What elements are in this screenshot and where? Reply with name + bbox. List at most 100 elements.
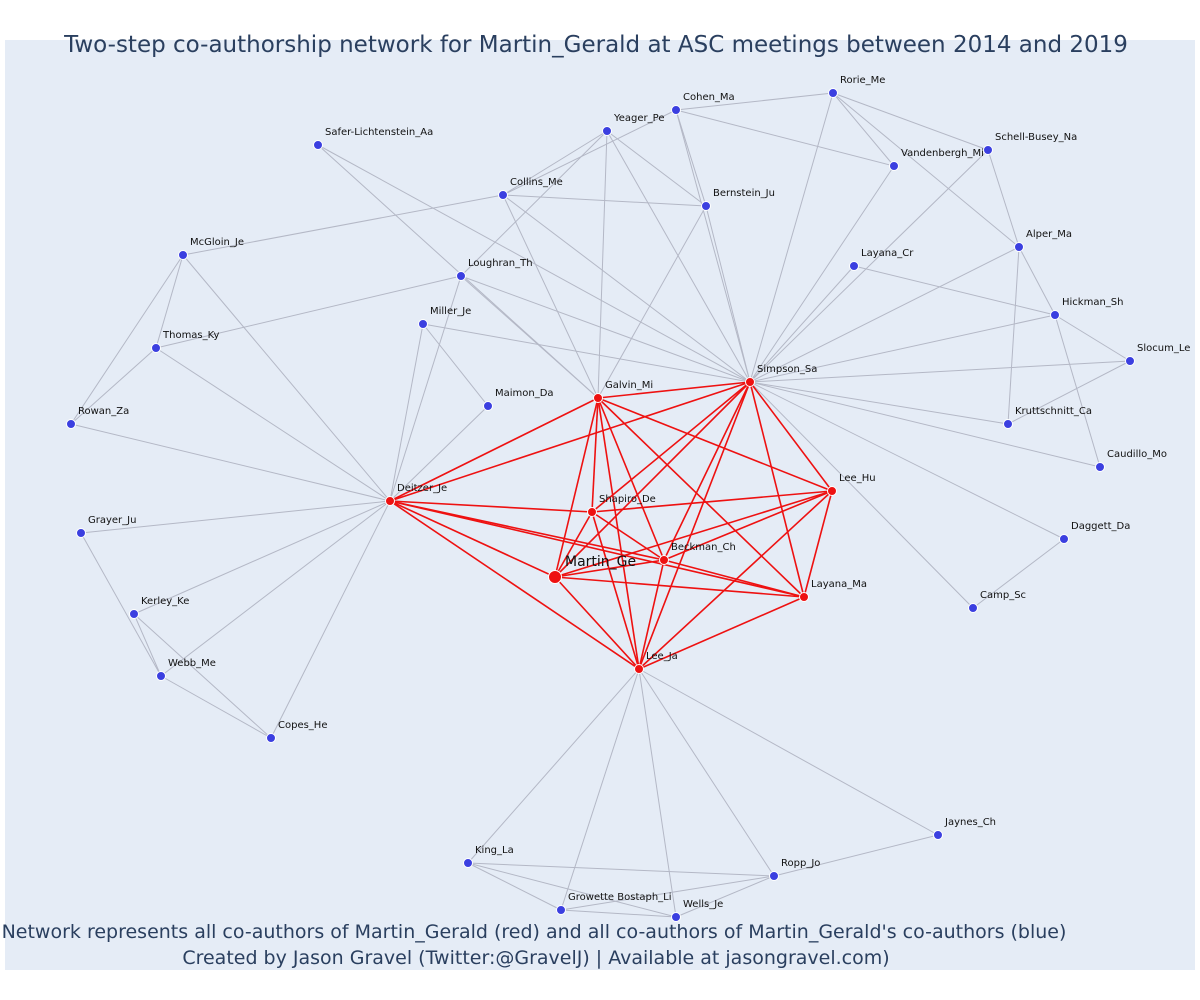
node-rorie-me[interactable] [828, 88, 838, 98]
node-beckman-ch[interactable] [659, 555, 669, 565]
red-edge-martin-ge-to-shapiro-de [554, 511, 593, 578]
gray-edge-rorie-me-to-schell-busey-na [832, 92, 989, 151]
node-schell-busey-na[interactable] [983, 145, 993, 155]
red-edge-martin-ge-to-simpson-sa [554, 381, 751, 578]
gray-edge-caudillo-mo-to-simpson-sa [749, 381, 1101, 468]
gray-edge-king-la-to-lee-ja [467, 668, 640, 864]
node-shapiro-de[interactable] [587, 507, 597, 517]
node-label-rowan-za: Rowan_Za [78, 406, 129, 417]
node-deitzer-je[interactable] [385, 496, 395, 506]
node-maimon-da[interactable] [483, 401, 493, 411]
node-layana-cr[interactable] [849, 261, 859, 271]
gray-edge-hickman-sh-to-slocum-le [1054, 314, 1131, 362]
gray-edge-hickman-sh-to-simpson-sa [749, 314, 1056, 383]
gray-edge-copes-he-to-deitzer-je [270, 500, 391, 739]
gray-edge-mcgloin-je-to-deitzer-je [182, 254, 391, 502]
node-slocum-le[interactable] [1125, 356, 1135, 366]
red-edge-layer [389, 381, 833, 670]
node-label-slocum-le: Slocum_Le [1137, 343, 1190, 354]
node-vandenbergh-mi[interactable] [889, 161, 899, 171]
node-cohen-ma[interactable] [671, 105, 681, 115]
node-jaynes-ch[interactable] [933, 830, 943, 840]
node-label-martin-ge: Martin_Ge [565, 554, 636, 570]
red-edge-beckman-ch-to-lee-ja [638, 559, 665, 670]
red-edge-layana-ma-to-lee-ja [638, 596, 805, 670]
node-kerley-ke[interactable] [129, 609, 139, 619]
gray-edge-miller-je-to-deitzer-je [389, 323, 424, 502]
node-label-deitzer-je: Deitzer_Je [397, 483, 447, 494]
gray-edge-wells-je-to-lee-ja [638, 668, 677, 918]
node-webb-me[interactable] [156, 671, 166, 681]
gray-edge-layana-cr-to-hickman-sh [853, 265, 1056, 316]
node-bernstein-ju[interactable] [701, 201, 711, 211]
gray-edge-safer-lichtenstein-aa-to-simpson-sa [317, 144, 751, 383]
node-collins-me[interactable] [498, 190, 508, 200]
node-label-rorie-me: Rorie_Me [840, 75, 885, 86]
node-label-layana-cr: Layana_Cr [861, 248, 914, 259]
node-growette-bostaph-li[interactable] [556, 905, 566, 915]
gray-edge-king-la-to-ropp-jo [467, 862, 775, 877]
node-ropp-jo[interactable] [769, 871, 779, 881]
node-label-loughran-th: Loughran_Th [468, 258, 533, 269]
gray-edge-cohen-ma-to-vandenbergh-mi [675, 109, 895, 167]
node-lee-hu[interactable] [827, 486, 837, 496]
node-king-la[interactable] [463, 858, 473, 868]
node-alper-ma[interactable] [1014, 242, 1024, 252]
gray-edge-layer [70, 92, 1131, 918]
node-loughran-th[interactable] [456, 271, 466, 281]
node-label-layana-ma: Layana_Ma [811, 579, 867, 590]
gray-edge-growette-bostaph-li-to-wells-je [560, 909, 677, 918]
node-lee-ja[interactable] [634, 664, 644, 674]
gray-edge-rorie-me-to-simpson-sa [749, 92, 834, 383]
gray-edge-schell-busey-na-to-simpson-sa [749, 149, 989, 383]
node-mcgloin-je[interactable] [178, 250, 188, 260]
node-label-grayer-ju: Grayer_Ju [88, 515, 136, 526]
gray-edge-collins-me-to-simpson-sa [502, 194, 751, 383]
node-label-lee-hu: Lee_Hu [839, 473, 876, 484]
node-label-miller-je: Miller_Je [430, 306, 471, 317]
node-martin-ge[interactable] [548, 570, 562, 584]
node-label-mcgloin-je: McGloin_Je [190, 237, 244, 248]
gray-edge-miller-je-to-simpson-sa [422, 323, 751, 383]
node-caudillo-mo[interactable] [1095, 462, 1105, 472]
node-grayer-ju[interactable] [76, 528, 86, 538]
red-edge-shapiro-de-to-beckman-ch [591, 511, 665, 561]
red-edge-simpson-sa-to-lee-hu [749, 381, 833, 492]
node-galvin-mi[interactable] [593, 393, 603, 403]
red-edge-simpson-sa-to-layana-ma [749, 381, 805, 598]
gray-edge-growette-bostaph-li-to-lee-ja [560, 668, 640, 911]
gray-edge-thomas-ky-to-rowan-za [70, 347, 157, 425]
gray-edge-ropp-jo-to-wells-je [675, 875, 775, 918]
red-edge-shapiro-de-to-lee-ja [591, 511, 640, 670]
node-camp-sc[interactable] [968, 603, 978, 613]
red-edge-martin-ge-to-lee-ja [554, 576, 640, 670]
node-simpson-sa[interactable] [745, 377, 755, 387]
node-label-galvin-mi: Galvin_Mi [605, 380, 653, 391]
gray-edge-ropp-jo-to-growette-bostaph-li [560, 875, 775, 911]
node-label-growette-bostaph-li: Growette Bostaph_Li [568, 892, 672, 903]
caption-line-1: Network represents all co-authors of Mar… [2, 921, 1067, 943]
red-edge-simpson-sa-to-beckman-ch [663, 381, 751, 561]
gray-edge-jaynes-ch-to-lee-ja [638, 668, 939, 836]
node-label-vandenbergh-mi: Vandenbergh_Mi [901, 148, 984, 159]
node-copes-he[interactable] [266, 733, 276, 743]
gray-edge-collins-me-to-bernstein-ju [502, 194, 707, 207]
node-safer-lichtenstein-aa[interactable] [313, 140, 323, 150]
node-hickman-sh[interactable] [1050, 310, 1060, 320]
gray-edge-vandenbergh-mi-to-simpson-sa [749, 165, 895, 383]
node-miller-je[interactable] [418, 319, 428, 329]
node-wells-je[interactable] [671, 912, 681, 922]
node-yeager-pe[interactable] [602, 126, 612, 136]
gray-edge-mcgloin-je-to-thomas-ky [155, 254, 184, 349]
gray-edge-maimon-da-to-deitzer-je [389, 405, 489, 502]
node-daggett-da[interactable] [1059, 534, 1069, 544]
gray-edge-bernstein-ju-to-simpson-sa [705, 205, 751, 383]
node-layana-ma[interactable] [799, 592, 809, 602]
node-label-bernstein-ju: Bernstein_Ju [713, 188, 775, 199]
red-edge-simpson-sa-to-lee-ja [638, 381, 751, 670]
node-kruttschnitt-ca[interactable] [1003, 419, 1013, 429]
node-label-kerley-ke: Kerley_Ke [141, 596, 189, 607]
node-rowan-za[interactable] [66, 419, 76, 429]
node-thomas-ky[interactable] [151, 343, 161, 353]
